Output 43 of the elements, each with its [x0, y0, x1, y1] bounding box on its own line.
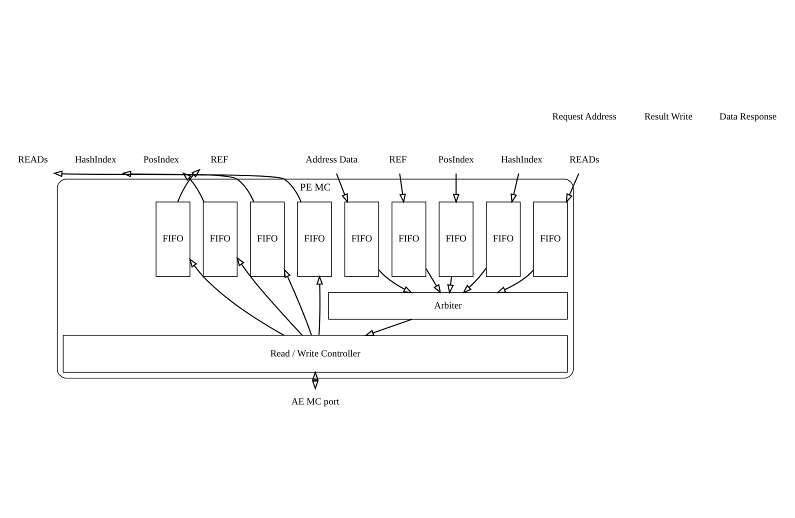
arrow [284, 268, 312, 335]
node-box: FIFO [344, 201, 380, 276]
arrow [378, 268, 413, 293]
node-box: Read / Write Controller [62, 334, 568, 372]
label: Request Address [552, 111, 616, 122]
arrow [122, 170, 254, 202]
node-box: FIFO [202, 201, 238, 276]
arrow [316, 274, 324, 335]
arrow [189, 257, 284, 336]
node-text: READs [18, 154, 48, 165]
node-text: HashIndex [500, 154, 542, 165]
arrow [447, 276, 454, 294]
node-box: FIFO [533, 201, 568, 276]
arrow [312, 370, 319, 390]
node-box: FIFO [486, 201, 521, 276]
arrow [452, 173, 460, 203]
node-box: FIFO [438, 201, 474, 276]
arrow [52, 170, 302, 202]
arrow [496, 269, 534, 293]
node-box: FIFO [250, 201, 285, 276]
node-text: PosIndex [438, 154, 474, 165]
node-text: REF [389, 154, 407, 165]
node-text: PosIndex [143, 154, 180, 165]
node-box: FIFO [156, 201, 190, 276]
node-text: HashIndex [74, 154, 116, 165]
arrow [425, 268, 442, 294]
node-box: FIFO [392, 201, 426, 276]
node-box: FIFO [297, 201, 332, 276]
arrow [336, 172, 348, 203]
arrow [236, 256, 303, 336]
label: Data Response [719, 111, 777, 122]
arrow [177, 168, 201, 202]
arrow [182, 172, 204, 202]
arrow [566, 172, 580, 203]
node-text: Address Data [306, 154, 358, 165]
node-text: REF [210, 154, 228, 165]
label: Result Write [644, 111, 692, 122]
arrow [399, 172, 406, 203]
node-box: Arbiter [328, 292, 568, 320]
node-text: AE MC port [291, 396, 340, 407]
arrow [510, 172, 520, 203]
arrow [462, 267, 487, 294]
node-text: READs [569, 154, 600, 165]
